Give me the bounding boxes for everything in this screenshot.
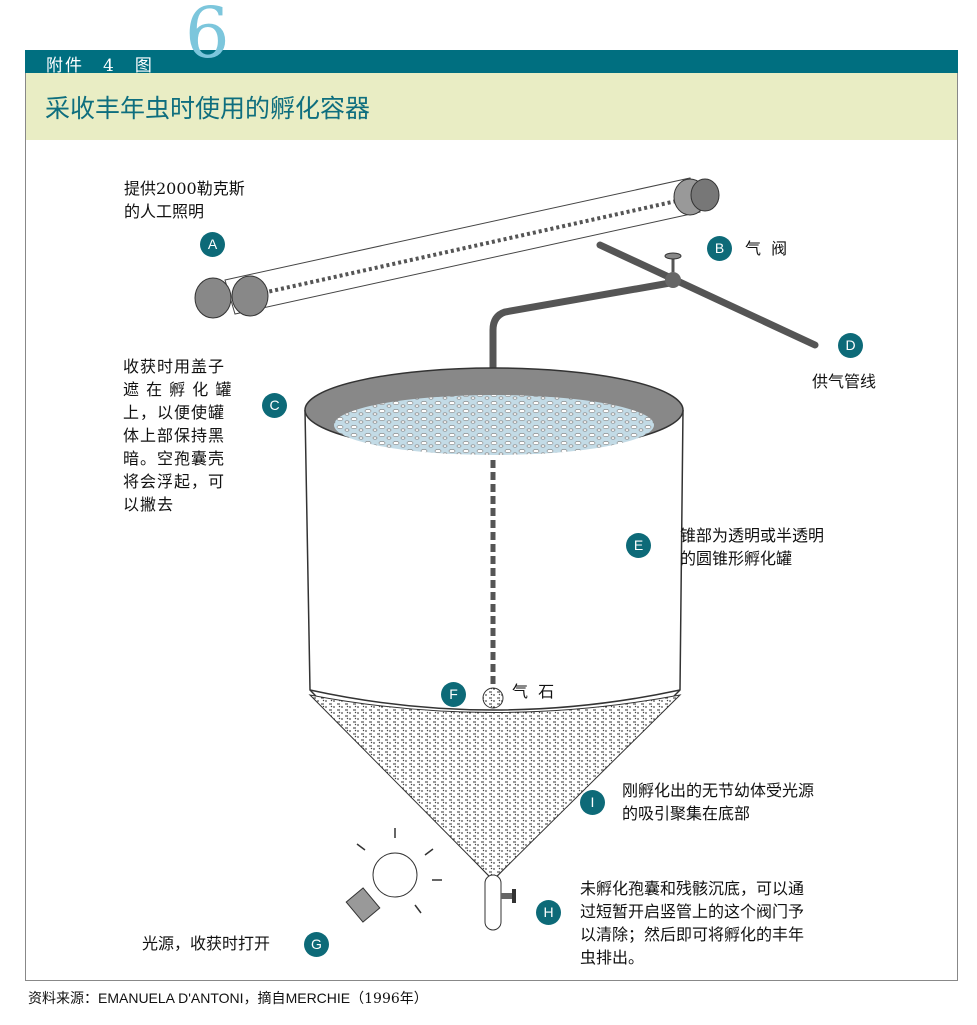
label-h-text: 未孵化孢囊和残骸沉底，可以通 过短暂开启竖管上的这个阀门予 以清除；然后即可将孵… — [580, 879, 805, 967]
badge-c: C — [262, 393, 287, 418]
source-year: （1996年） — [350, 991, 428, 1007]
badge-e: E — [626, 533, 651, 558]
lamp-tube — [194, 177, 720, 319]
label-g-text: 光源，收获时打开 — [142, 934, 271, 953]
badge-a: A — [200, 232, 225, 257]
source-prefix: 资料来源： — [28, 991, 98, 1007]
hatching-tank — [304, 367, 684, 931]
source-ref: MERCHIE — [285, 990, 351, 1006]
label-b-text: 气 阀 — [745, 239, 788, 258]
badge-g: G — [304, 932, 329, 957]
valve-icon — [665, 272, 681, 288]
badge-h: H — [536, 900, 561, 925]
label-d-text: 供气管线 — [812, 372, 877, 391]
label-f-text: 气 石 — [512, 682, 555, 701]
source-credit: 资料来源：EMANUELA D'ANTONI，摘自MERCHIE（1996年） — [28, 988, 428, 1008]
label-i-text: 刚孵化出的无节幼体受光源 的吸引聚集在底部 — [622, 781, 815, 823]
annex-label: 附件 4 图 — [46, 56, 154, 76]
label-e-text: 锥部为透明或半透明 的圆锥形孵化罐 — [680, 526, 825, 568]
label-a-text: 提供2000勒克斯 的人工照明 — [124, 179, 245, 221]
source-mid: ，摘自 — [243, 991, 286, 1007]
badge-b: B — [707, 236, 732, 261]
header-bar — [25, 50, 958, 73]
badge-d: D — [838, 333, 863, 358]
badge-i: I — [580, 790, 605, 815]
figure-title: 采收丰年虫时使用的孵化容器 — [45, 94, 371, 123]
label-c-text: 收获时用盖子 遮 在 孵 化 罐 上，以便使罐 体上部保持黑 暗。空孢囊壳 将会… — [123, 357, 233, 514]
source-author: EMANUELA D'ANTONI — [98, 990, 244, 1006]
figure-number: 6 — [185, 0, 230, 74]
air-supply-line — [489, 241, 819, 464]
light-bulb-icon — [345, 828, 442, 923]
title-band — [26, 73, 957, 140]
badge-f: F — [441, 682, 466, 707]
